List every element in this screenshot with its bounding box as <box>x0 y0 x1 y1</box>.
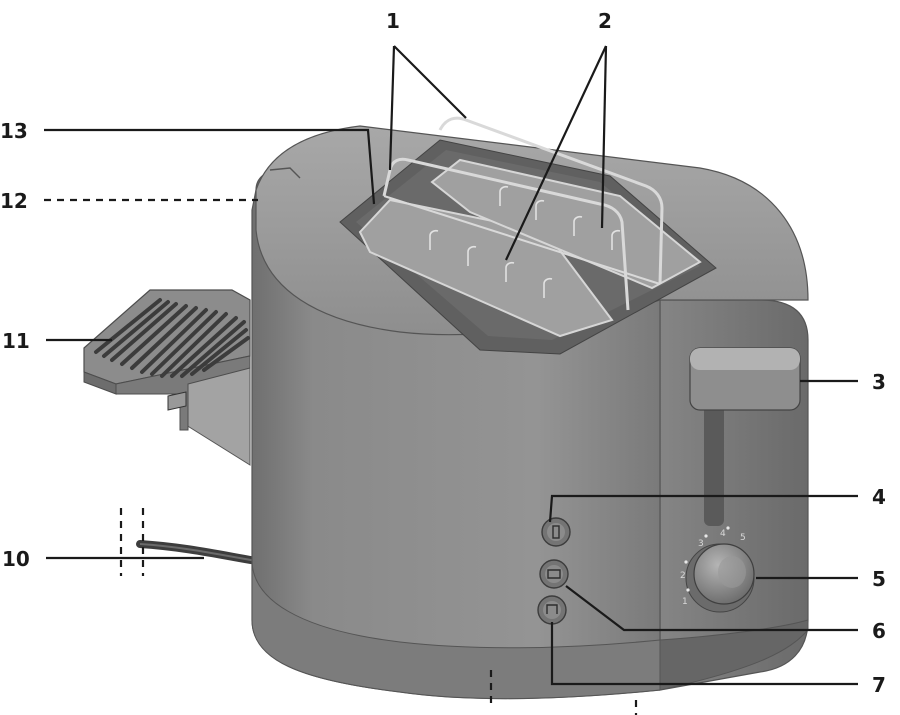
callout-13: 13 <box>0 119 28 143</box>
dial-mark-2: 2 <box>680 571 686 581</box>
browning-control-dial: 1 2 3 4 5 <box>680 526 755 613</box>
reheat-icon <box>537 595 567 625</box>
bun-warming-rack <box>83 289 251 466</box>
callout-7: 7 <box>872 673 886 697</box>
callout-2: 2 <box>598 9 612 33</box>
callout-1: 1 <box>386 9 400 33</box>
callout-12: 12 <box>0 189 28 213</box>
callout-5: 5 <box>872 567 886 591</box>
stop-icon <box>541 517 571 547</box>
defrost-icon <box>539 559 569 589</box>
dial-mark-3: 3 <box>698 539 704 549</box>
dial-mark-1: 1 <box>682 597 688 607</box>
dial-mark-4: 4 <box>720 529 726 539</box>
dial-mark-5: 5 <box>740 533 746 543</box>
callout-11: 11 <box>2 329 30 353</box>
callout-6: 6 <box>872 619 886 643</box>
toaster-top-slots <box>339 116 717 355</box>
callout-4: 4 <box>872 485 886 509</box>
lift-lever <box>689 347 801 526</box>
callout-3: 3 <box>872 370 886 394</box>
button-panel <box>537 517 571 625</box>
callout-leaders <box>44 45 858 715</box>
callout-10: 10 <box>2 547 30 571</box>
callout-labels: 1 2 13 12 11 10 3 4 5 6 7 <box>0 9 886 697</box>
